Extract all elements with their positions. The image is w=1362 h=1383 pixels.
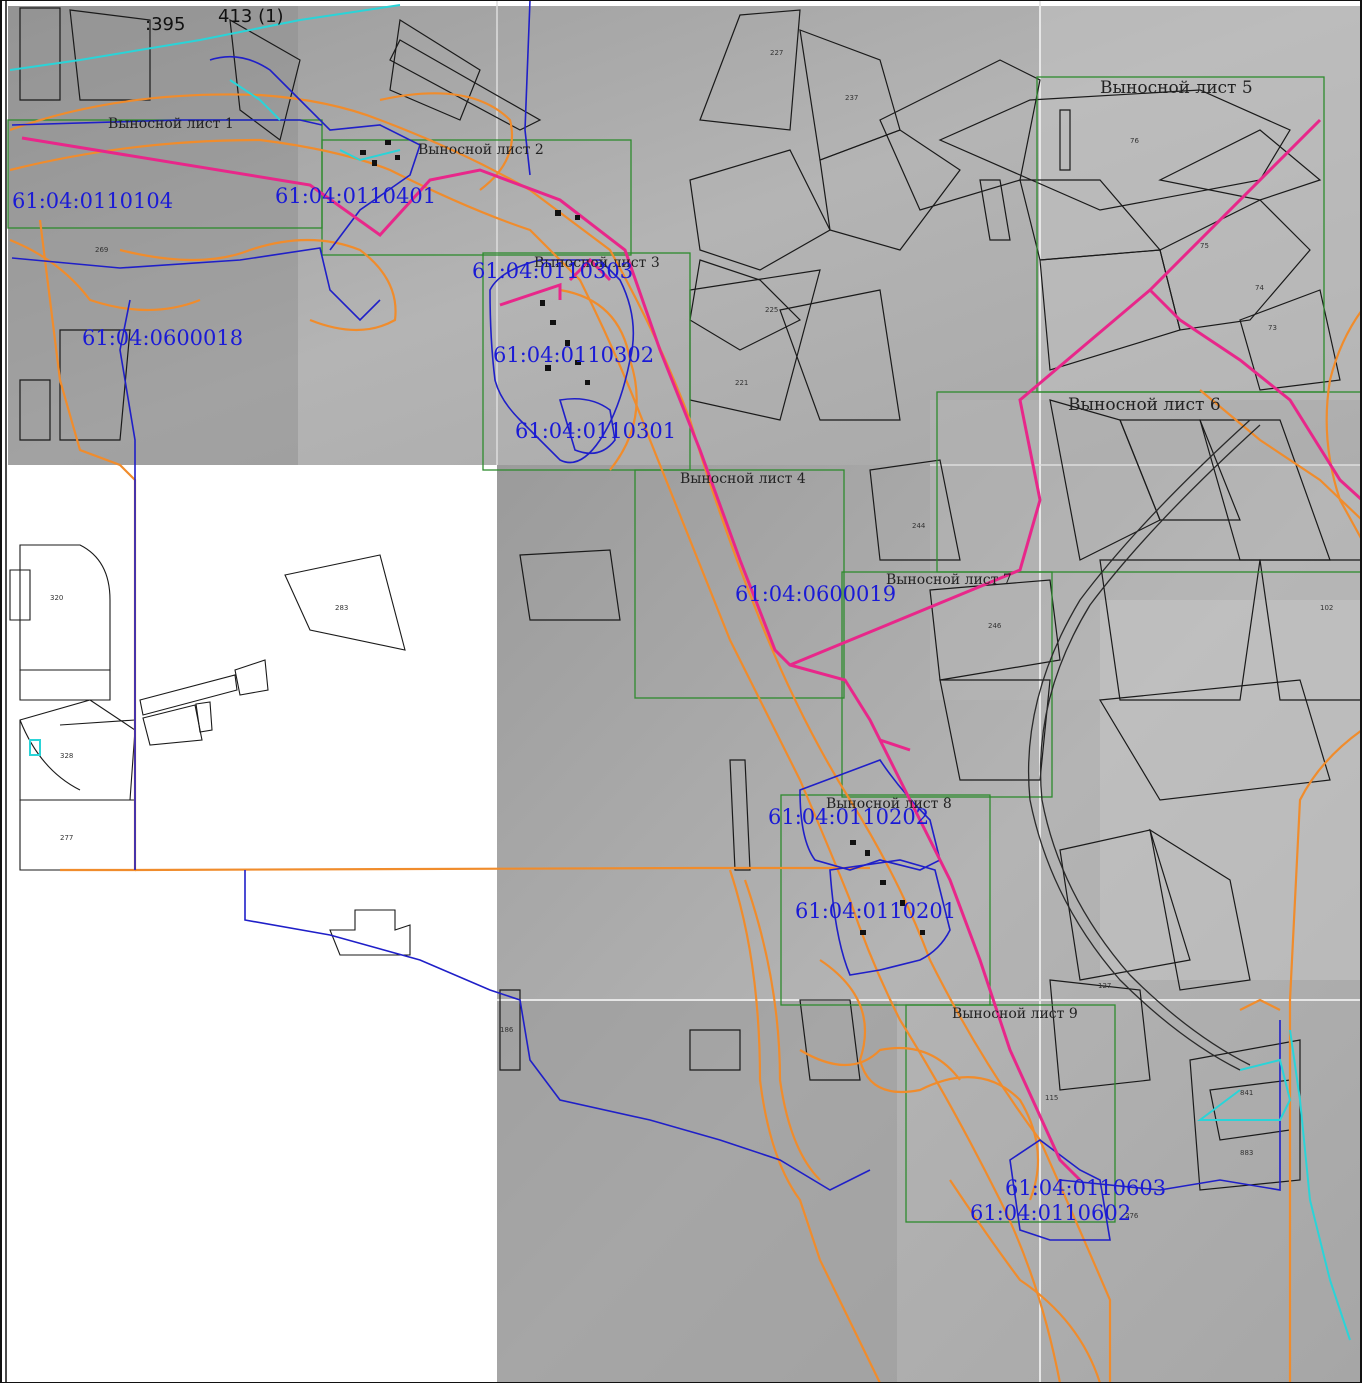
parcel-outlines xyxy=(19,7,1362,1191)
railway xyxy=(1027,419,1261,1071)
quarter-label-0110602: 61:04:0110602 xyxy=(970,1201,1131,1225)
parcel-number: 221 xyxy=(735,379,748,387)
pink-boundary xyxy=(21,118,1362,1182)
parcel-number: 102 xyxy=(1320,604,1333,612)
white-area-parcels xyxy=(9,544,411,956)
sheet-frames xyxy=(7,76,1362,1223)
sheet-label-4: Выносной лист 4 xyxy=(680,471,806,487)
parcel-number: 74 xyxy=(1255,284,1264,292)
sheet-label-2: Выносной лист 2 xyxy=(418,142,544,158)
quarter-label-0110401: 61:04:0110401 xyxy=(275,184,436,208)
parcel-number: 320 xyxy=(50,594,63,602)
quarter-label-0600019: 61:04:0600019 xyxy=(735,582,896,606)
settlement-buildings xyxy=(360,140,925,935)
sheet-label-6: Выносной лист 6 xyxy=(1068,395,1221,415)
parcel-number: 76 xyxy=(1130,137,1139,145)
parcel-number: 115 xyxy=(1045,1094,1058,1102)
sheet-label-8: Выносной лист 8 xyxy=(826,796,952,812)
quarter-label-0110104: 61:04:0110104 xyxy=(12,189,173,213)
top-label-413: 413 (1) xyxy=(218,6,284,27)
orange-zones xyxy=(9,92,1362,1383)
blue-boundaries xyxy=(11,0,1281,1241)
top-label-395: :395 xyxy=(145,14,185,35)
parcel-number: 186 xyxy=(500,1026,514,1034)
parcel-number: 225 xyxy=(765,306,778,314)
parcel-number: 328 xyxy=(60,752,73,760)
quarter-label-0110302: 61:04:0110302 xyxy=(493,343,654,367)
parcel-number: 841 xyxy=(1240,1089,1253,1097)
parcel-number: 269 xyxy=(95,246,108,254)
parcel-number: 277 xyxy=(60,834,73,842)
parcel-number: 75 xyxy=(1200,242,1209,250)
cyan-features xyxy=(9,4,1351,1341)
quarter-label-0110603: 61:04:0110603 xyxy=(1005,1176,1166,1200)
parcel-number: 73 xyxy=(1268,324,1277,332)
quarter-label-0110201: 61:04:0110201 xyxy=(795,899,956,923)
sheet-label-3: Выносной лист 3 xyxy=(534,255,660,271)
parcel-number: 244 xyxy=(912,522,926,530)
sheet-label-5: Выносной лист 5 xyxy=(1100,78,1253,98)
parcel-numbers: 227 237 225 221 269 76 75 74 73 320 283 … xyxy=(50,49,1333,1220)
quarter-label-0110303: 61:04:0110303 xyxy=(472,259,633,283)
sheet-label-1: Выносной лист 1 xyxy=(108,116,234,132)
parcel-number: 237 xyxy=(845,94,858,102)
parcel-number: 276 xyxy=(1125,1212,1139,1220)
quarter-label-0600018: 61:04:0600018 xyxy=(82,326,243,350)
parcel-number: 883 xyxy=(1240,1149,1253,1157)
quarter-label-0110202: 61:04:0110202 xyxy=(768,805,929,829)
quarter-label-0110301: 61:04:0110301 xyxy=(515,419,676,443)
sheet-label-7: Выносной лист 7 xyxy=(886,572,1012,588)
parcel-number: 227 xyxy=(770,49,783,57)
parcel-number: 127 xyxy=(1098,982,1111,990)
sheet-label-9: Выносной лист 9 xyxy=(952,1006,1078,1022)
parcel-number: 246 xyxy=(988,622,1002,630)
parcel-number: 283 xyxy=(335,604,348,612)
